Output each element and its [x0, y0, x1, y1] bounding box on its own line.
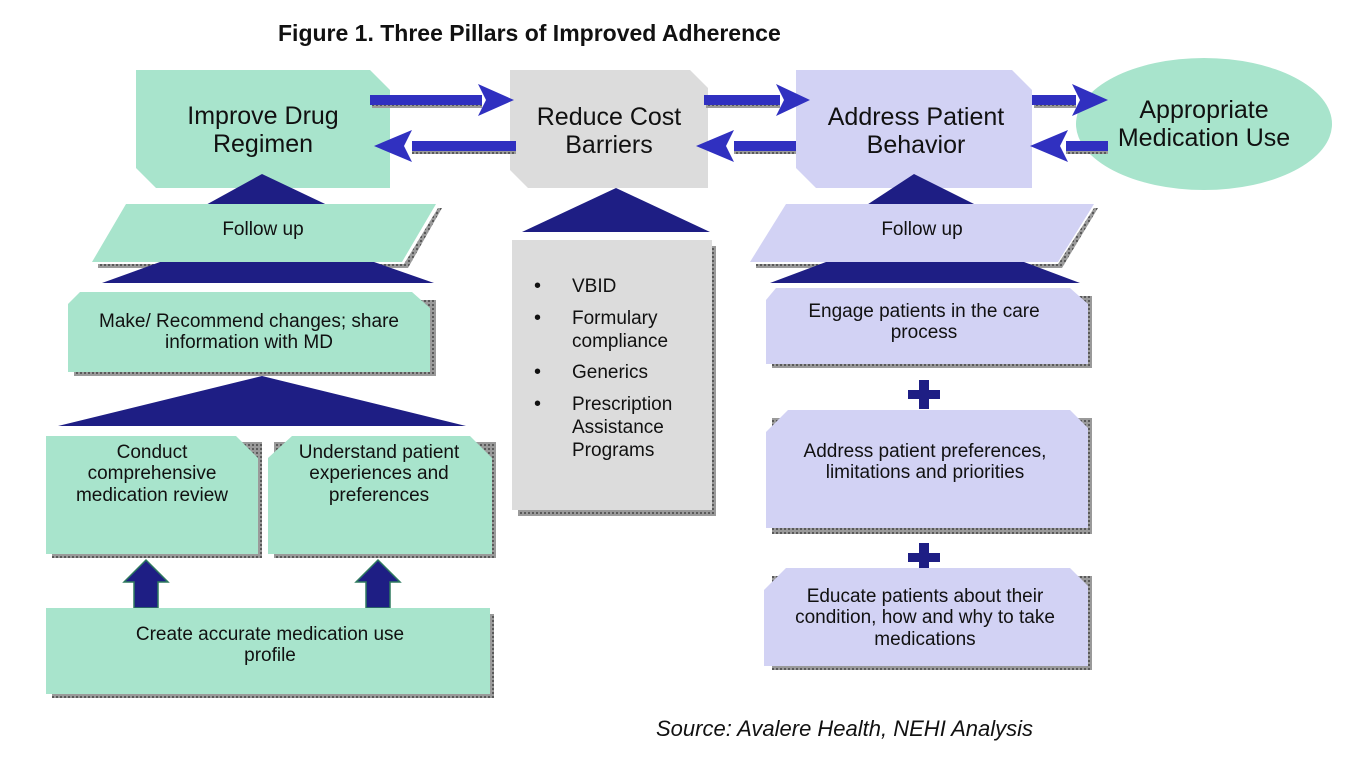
- arrow-address-to-reduce: [696, 130, 796, 162]
- reduce-box-shape: [510, 70, 708, 188]
- left-recommend-box: [68, 292, 430, 372]
- preferences-box: [766, 410, 1088, 528]
- improve-drug-regimen-label: Improve Drug Regimen: [187, 102, 339, 158]
- arrow-improve-to-reduce: [370, 84, 514, 116]
- left-follow-up-label: Follow up: [222, 219, 304, 241]
- left-followup-parallelogram: [92, 204, 436, 262]
- appropriate-medication-use-label: Appropriate Medication Use: [1117, 96, 1291, 152]
- review-box: [46, 436, 258, 554]
- right-followup-shadow: [756, 208, 1098, 268]
- plus-icon-1: [908, 380, 940, 409]
- middle-top-triangle: [522, 188, 710, 232]
- patient-preferences-label: Address patient preferences, limitations…: [803, 440, 1047, 483]
- arrow-reduce-to-address: [704, 84, 810, 116]
- engage-patients-label: Engage patients in the care process: [808, 300, 1040, 343]
- right-follow-up-label: Follow up: [881, 219, 963, 241]
- comprehensive-review-label: Conduct comprehensive medication review: [75, 442, 229, 506]
- right-followup-base-triangle: [770, 262, 1080, 283]
- left-followup-base-triangle: [102, 262, 434, 283]
- understand-patient-label: Understand patient experiences and prefe…: [298, 442, 460, 506]
- engage-box: [766, 288, 1088, 364]
- improve-box-shape: [136, 70, 390, 188]
- understand-box: [268, 436, 492, 554]
- right-top-triangle: [856, 174, 990, 212]
- arrow-address-to-outcome: [1032, 84, 1108, 116]
- left-top-triangle: [193, 174, 342, 212]
- arrow-reduce-to-improve: [374, 130, 516, 162]
- medication-profile-label: Create accurate medication use profile: [135, 623, 405, 666]
- list-item: Generics: [534, 360, 702, 385]
- list-item: VBID: [534, 274, 702, 299]
- address-box-shape: [796, 70, 1032, 188]
- figure-title: Figure 1. Three Pillars of Improved Adhe…: [278, 20, 781, 46]
- left-wide-triangle: [58, 376, 466, 426]
- left-followup-shadow: [98, 208, 442, 268]
- educate-patients-label: Educate patients about their condition, …: [795, 586, 1055, 650]
- cost-barrier-list: VBID Formulary compliance Generics Presc…: [534, 274, 702, 472]
- reduce-cost-barriers-label: Reduce Cost Barriers: [536, 103, 682, 159]
- profile-box: [46, 608, 490, 694]
- arrow-outcome-to-address: [1030, 130, 1108, 162]
- educate-box: [764, 568, 1088, 666]
- outcome-ellipse: [1076, 58, 1332, 190]
- source-caption: Source: Avalere Health, NEHI Analysis: [656, 716, 1034, 741]
- address-patient-behavior-label: Address Patient Behavior: [827, 103, 1005, 159]
- list-item: Prescription Assistance Programs: [534, 392, 702, 462]
- right-followup-parallelogram: [750, 204, 1094, 262]
- list-item: Formulary compliance: [534, 306, 702, 354]
- plus-icon-2: [908, 543, 940, 572]
- recommend-changes-label: Make/ Recommend changes; share informati…: [99, 310, 399, 353]
- up-arrow-left: [122, 558, 170, 609]
- up-arrow-right: [354, 558, 402, 609]
